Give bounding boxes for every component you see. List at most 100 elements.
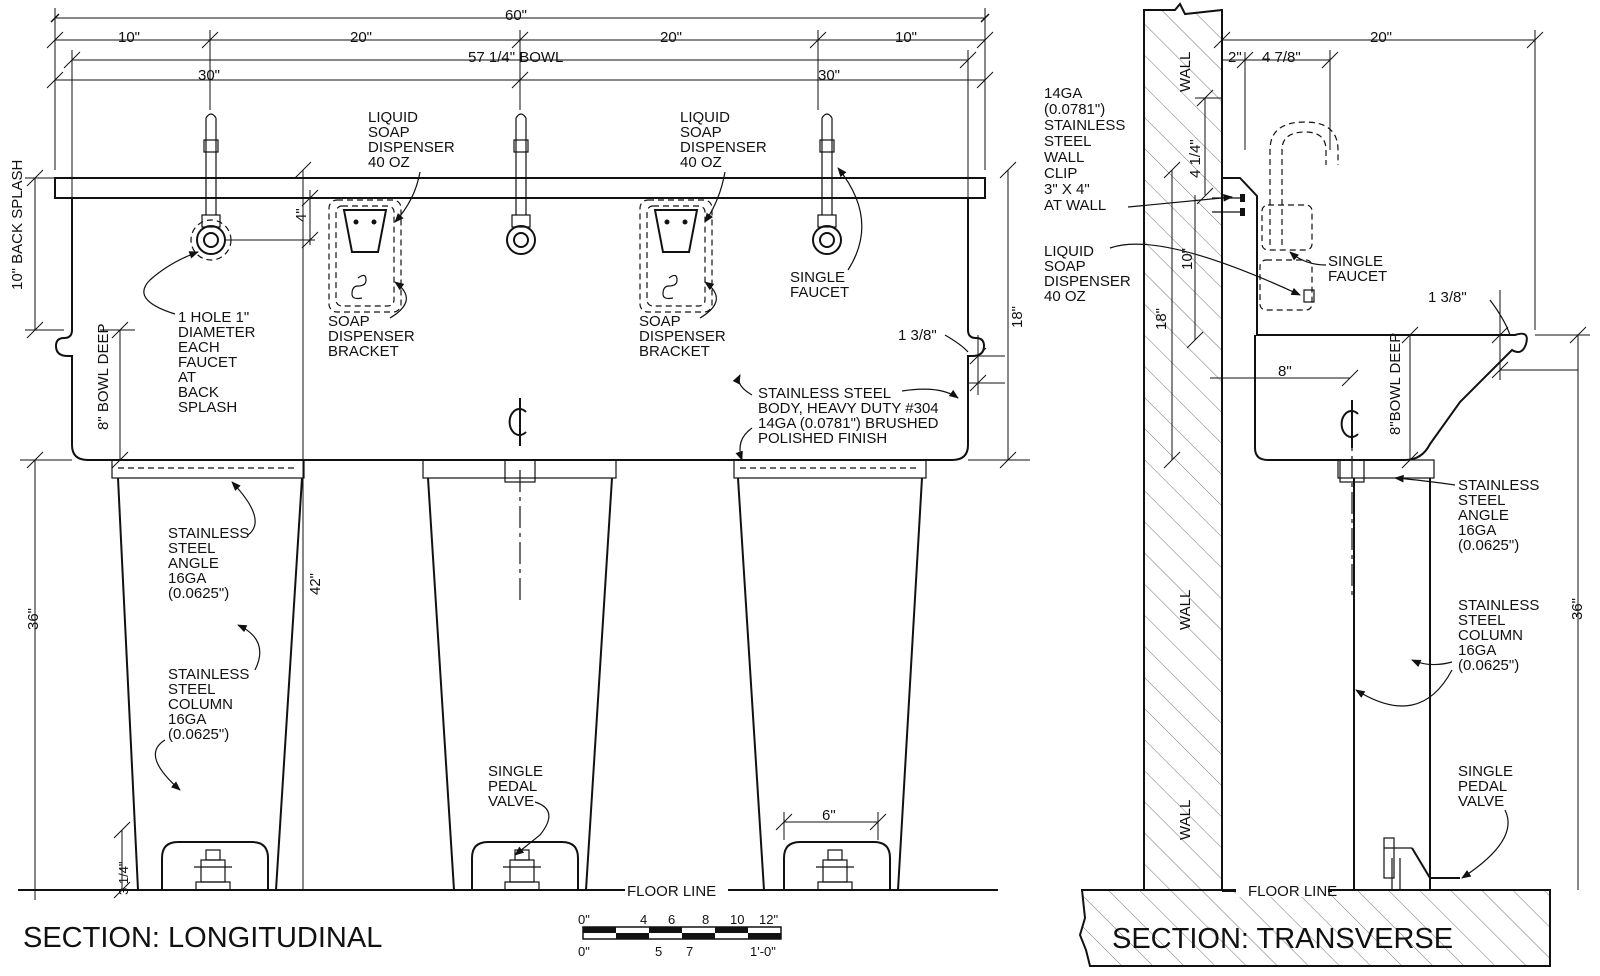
soap1-line4: 40 OZ [368,154,410,171]
pedestal-center [422,459,617,891]
clip-line8: AT WALL [1044,197,1106,214]
bracket2-line1: SOAP [639,313,681,330]
tangle-line2: STEEL [1458,492,1506,509]
transverse-sink-profile [1212,121,1528,890]
column-line2: STEEL [168,681,216,698]
dim-depth: 20" [1370,29,1392,46]
pedal-box-right: 6" [775,807,891,891]
soap-dispenser-1 [328,199,402,313]
tangle-line4: 16GA [1458,522,1496,539]
tpedal-line3: VALVE [1458,793,1504,810]
angle-line4: 16GA [168,570,206,587]
dim-bowl: 57 1/4" BOWL [468,49,563,66]
clip-line3: STAINLESS [1044,117,1125,134]
scale-bar: 0" 4 6 8 10 12" 0" 5 7 1'-0" [578,912,782,959]
tcolumn-line2: STEEL [1458,612,1506,629]
scale-top-10: 10 [730,912,744,927]
dim-rim: 1 3/8" [898,327,937,344]
dim-seg4: 10" [895,29,917,46]
scale-bottom-1ft: 1'-0" [750,944,776,959]
floor-slab [1078,889,1551,967]
hole-line4: FAUCET [178,354,237,371]
clip-line6: CLIP [1044,165,1077,182]
title-transverse: SECTION: TRANSVERSE [1112,923,1453,955]
floor-label-transverse: FLOOR LINE [1248,883,1337,900]
tangle-line1: STAINLESS [1458,477,1539,494]
dim-right-height: 18" [1009,306,1026,328]
faucet-line1: SINGLE [790,269,845,286]
dim-height-36: 36" [25,608,42,630]
dim-overall: 60" [505,7,527,24]
clip-line7: 3" X 4" [1044,181,1090,198]
soap1-line2: SOAP [368,124,410,141]
floor-label-longitudinal: FLOOR LINE [627,883,716,900]
dim-pedal-width: 6" [822,807,836,824]
tsoap-line3: DISPENSER [1044,273,1131,290]
title-longitudinal: SECTION: LONGITUDINAL [23,922,382,954]
angle-line5: (0.0625") [168,585,229,602]
scale-bottom-5: 5 [655,944,662,959]
bracket2-line2: DISPENSER [639,328,726,345]
pedal-line2: PEDAL [488,778,537,795]
column-line3: COLUMN [168,696,233,713]
body-line3: 14GA (0.0781") BRUSHED [758,415,939,432]
pedal-line1: SINGLE [488,763,543,780]
tangle-line5: (0.0625") [1458,537,1519,554]
rim-dimension: 1 3/8" [898,327,1005,395]
column-line4: 16GA [168,711,206,728]
tangle-line3: ANGLE [1458,507,1509,524]
soap-dispenser-2 [639,199,713,313]
pedal-box-center [471,841,579,891]
floor-line-longitudinal: FLOOR LINE [18,883,998,900]
dim-seg3: 20" [660,29,682,46]
pedestal-left [111,459,305,891]
wall-label-top: WALL [1177,52,1194,92]
soap2-line2: SOAP [680,124,722,141]
tcolumn-line1: STAINLESS [1458,597,1539,614]
top-dimensions: 60" 10" 20" 20" 10" 57 1/4" BOWL 30 [46,7,994,320]
faucet-2 [506,113,536,255]
bowl-deep-dimension: 8" BOWL DEEP [95,321,135,469]
pedal-line3: VALVE [488,793,534,810]
pedestal-right [733,459,927,891]
dim-bowl-deep: 8" BOWL DEEP [95,324,112,430]
tpedal-line2: PEDAL [1458,778,1507,795]
wall-label-mid: WALL [1177,590,1194,630]
dim-pedal-height: 3 1/4" [116,861,131,895]
angle-line3: ANGLE [168,555,219,572]
tsoap-line2: SOAP [1044,258,1086,275]
dim-ten: 10" [1179,248,1196,270]
tpedal-line1: SINGLE [1458,763,1513,780]
scale-top-6: 6 [668,912,675,927]
faucets: 4" [190,113,842,261]
bracket2-line3: BRACKET [639,343,710,360]
bracket1-line2: DISPENSER [328,328,415,345]
tsoap-line1: LIQUID [1044,243,1094,260]
scale-bottom-0: 0" [578,944,590,959]
soap1-line3: DISPENSER [368,139,455,156]
scale-top-8: 8 [702,912,709,927]
clip-line5: WALL [1044,149,1084,166]
dim-height-42: 42" [307,573,324,595]
tfaucet-line1: SINGLE [1328,253,1383,270]
clip-line4: STEEL [1044,133,1092,150]
scale-top-0: 0" [578,912,590,927]
angle-line1: STAINLESS [168,525,249,542]
